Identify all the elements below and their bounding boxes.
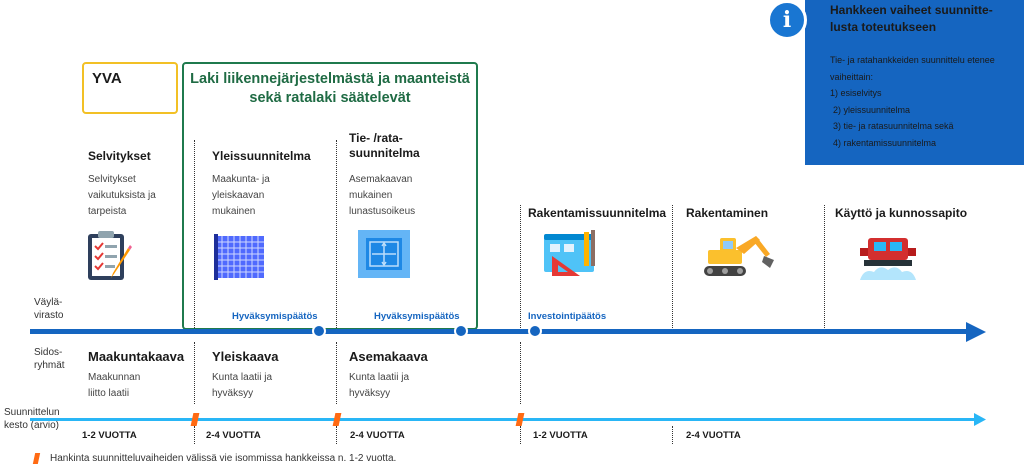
info-title: Hankkeen vaiheet suunnitte-lusta toteutu… bbox=[830, 3, 993, 34]
decision-label: Hyväksymispäätös bbox=[232, 311, 318, 322]
row-label-vaylavirasto: Väylä-virasto bbox=[34, 297, 64, 321]
decision-node bbox=[528, 324, 542, 338]
phase-divider bbox=[194, 426, 195, 444]
phase-title-rakentaminen: Rakentaminen bbox=[686, 206, 769, 220]
snowplow-icon bbox=[860, 238, 916, 280]
duration-line bbox=[30, 418, 978, 421]
plan-title-maakuntakaava: Maakuntakaava bbox=[88, 349, 185, 364]
row-label-sidosryhmat: Sidos-ryhmät bbox=[34, 347, 65, 371]
phase-desc-selvitykset: Selvitykset vaikutuksista ja tarpeista bbox=[88, 174, 156, 217]
clipboard-checklist-icon bbox=[88, 231, 132, 280]
phase-divider bbox=[336, 426, 337, 444]
footnote: Hankinta suunnitteluvaiheiden välissä vi… bbox=[50, 453, 397, 464]
blueprint-icon bbox=[358, 230, 410, 278]
phase-divider bbox=[672, 205, 673, 330]
footnote-marker bbox=[32, 453, 41, 464]
decision-node bbox=[454, 324, 468, 338]
plan-desc-yleiskaava: Kunta laatii ja hyväksyy bbox=[212, 372, 273, 399]
phase-desc-tie-rata: Asemakaavan mukainen lunastusoikeus bbox=[349, 174, 416, 217]
grid-plan-icon bbox=[214, 234, 264, 280]
phase-divider bbox=[520, 342, 521, 404]
plan-desc-asemakaava: Kunta laatii ja hyväksyy bbox=[349, 372, 410, 399]
phase-divider bbox=[336, 140, 337, 330]
duration-arrow-head bbox=[974, 413, 986, 426]
plan-title-yleiskaava: Yleiskaava bbox=[212, 349, 279, 364]
info-icon: i bbox=[767, 0, 807, 40]
row-label-kesto: Suunnittelun kesto (arvio) bbox=[4, 407, 60, 431]
phase-title-yleissuunnitelma: Yleissuunnitelma bbox=[212, 149, 311, 163]
phase-title-rakentamissuunnitelma: Rakentamissuunnitelma bbox=[528, 206, 667, 220]
plan-title-asemakaava: Asemakaava bbox=[349, 349, 428, 364]
phase-divider bbox=[520, 205, 521, 330]
timeline-arrow-head bbox=[966, 322, 986, 342]
phase-divider bbox=[194, 342, 195, 404]
info-panel bbox=[805, 0, 1024, 165]
excavator-icon bbox=[704, 236, 774, 276]
law-title: Laki liikennejärjestelmästä ja maanteist… bbox=[190, 71, 470, 106]
info-item: 1) esiselvitys bbox=[830, 88, 882, 98]
phase-title-kaytto: Käyttö ja kunnossapito bbox=[835, 206, 968, 220]
duration-label: 1-2 VUOTTA bbox=[533, 430, 588, 441]
phase-divider bbox=[824, 205, 825, 330]
decision-label: Hyväksymispäätös bbox=[374, 311, 460, 322]
phase-title-tie-rata: Tie- /rata-suunnitelma bbox=[349, 131, 420, 160]
phase-divider bbox=[194, 140, 195, 330]
phase-title-selvitykset: Selvitykset bbox=[88, 149, 151, 163]
drafting-tools-icon bbox=[544, 230, 595, 276]
decision-node bbox=[312, 324, 326, 338]
yva-box bbox=[82, 62, 178, 114]
timeline-line bbox=[30, 329, 975, 334]
phase-desc-yleissuunnitelma: Maakunta- ja yleiskaavan mukainen bbox=[212, 174, 270, 217]
duration-label: 2-4 VUOTTA bbox=[686, 430, 741, 441]
info-item: 2) yleissuunnitelma bbox=[833, 104, 911, 115]
yva-label: YVA bbox=[92, 70, 122, 87]
duration-label: 1-2 VUOTTA bbox=[82, 430, 137, 441]
decision-label: Investointipäätös bbox=[528, 311, 607, 322]
phase-divider bbox=[672, 426, 673, 444]
phase-divider bbox=[520, 426, 521, 444]
duration-label: 2-4 VUOTTA bbox=[350, 430, 405, 441]
info-item: 3) tie- ja ratasuunnitelma sekä bbox=[833, 121, 954, 131]
phase-divider bbox=[336, 342, 337, 404]
duration-label: 2-4 VUOTTA bbox=[206, 430, 261, 441]
plan-desc-maakuntakaava: Maakunnan liitto laatii bbox=[88, 372, 141, 399]
info-intro: Tie- ja ratahankkeiden suunnittelu etene… bbox=[830, 55, 995, 82]
info-item: 4) rakentamissuunnitelma bbox=[833, 137, 937, 148]
info-text: Tie- ja ratahankkeiden suunnittelu etene… bbox=[830, 52, 1020, 151]
